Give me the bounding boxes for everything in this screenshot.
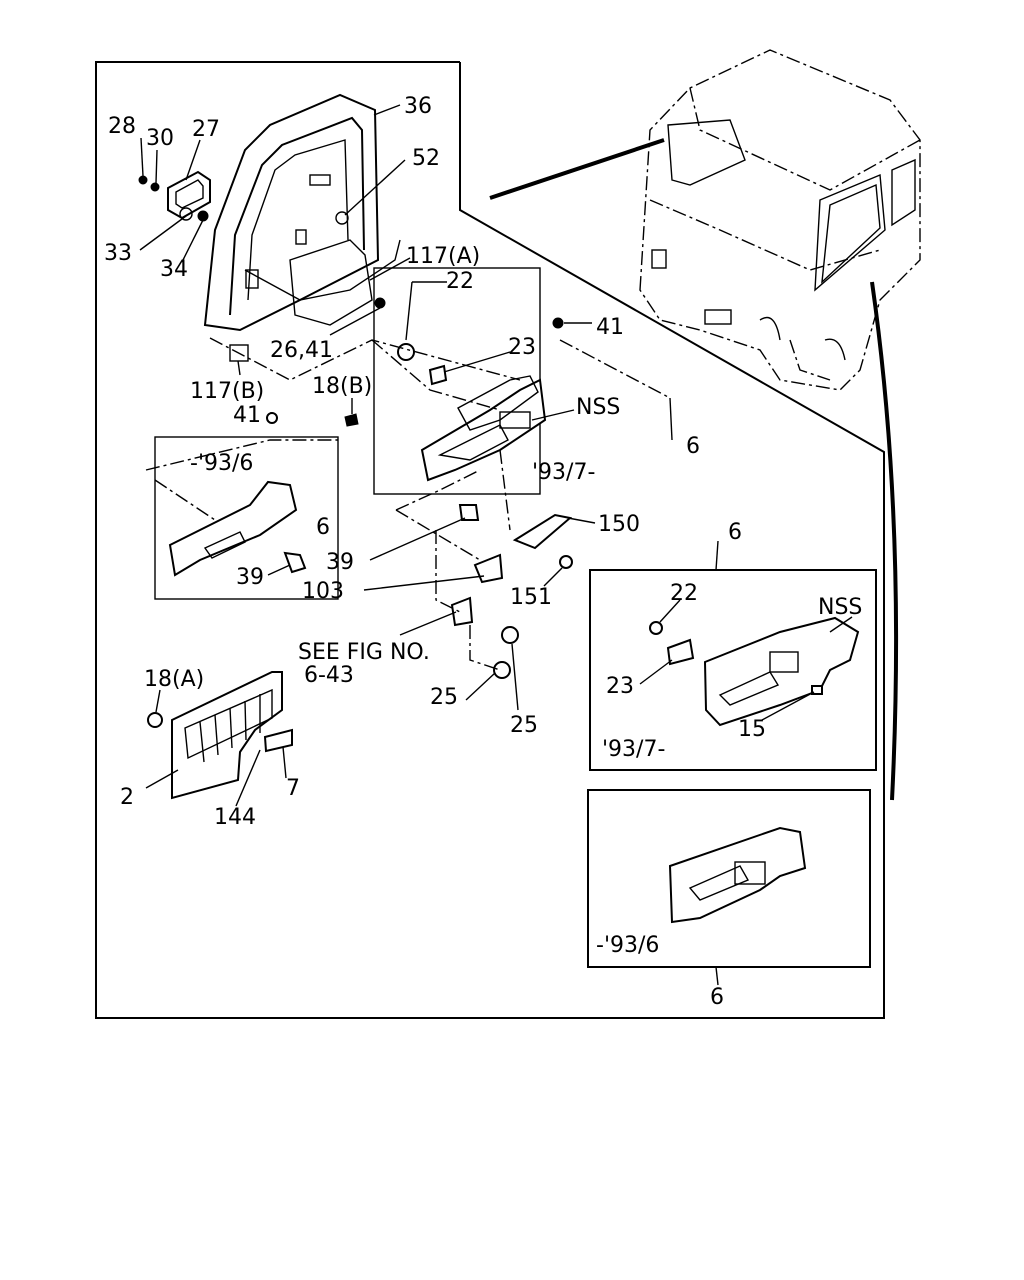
cab-indicator-arc-left xyxy=(489,138,665,200)
diagram-frame xyxy=(95,61,885,1019)
mirror-assembly xyxy=(138,170,211,222)
callout-144: 144 xyxy=(214,805,256,830)
callout-labels: 28 30 27 36 52 33 34 117(A) 22 41 26,41 … xyxy=(104,94,862,1010)
callout-range-early-detail: -'93/6 xyxy=(596,933,659,958)
callout-see-fig-line2: 6-43 xyxy=(304,663,354,688)
callout-23-main: 23 xyxy=(508,335,536,360)
callout-36: 36 xyxy=(404,94,432,119)
callout-15: 15 xyxy=(738,717,766,742)
callout-30: 30 xyxy=(146,126,174,151)
callout-28: 28 xyxy=(108,114,136,139)
callout-6-main: 6 xyxy=(686,434,700,459)
door-frame xyxy=(203,93,401,362)
callout-41-right: 41 xyxy=(596,315,624,340)
armrest-assembly-early xyxy=(154,412,359,600)
callout-nss-detail: NSS xyxy=(818,595,862,620)
callout-33: 33 xyxy=(104,241,132,266)
assembly-dash-lines xyxy=(145,337,671,671)
callout-6-detail-late: 6 xyxy=(728,520,742,545)
callout-25-left: 25 xyxy=(430,685,458,710)
callout-range-early-left: -'93/6 xyxy=(190,451,253,476)
callout-41-left: 41 xyxy=(233,403,261,428)
callout-23-detail: 23 xyxy=(606,674,634,699)
callout-range-late-detail: '93/7- xyxy=(602,737,665,762)
fasteners-middle xyxy=(450,504,573,679)
callout-39-left: 39 xyxy=(236,565,264,590)
detail-box-early xyxy=(587,789,871,968)
callout-151: 151 xyxy=(510,585,552,610)
callout-34: 34 xyxy=(160,257,188,282)
callout-nss-main: NSS xyxy=(576,395,620,420)
armrest-assembly-main xyxy=(373,267,564,495)
callout-18a: 18(A) xyxy=(144,667,204,692)
door-trim-panel xyxy=(147,671,293,800)
callout-27: 27 xyxy=(192,117,220,142)
callout-6-left: 6 xyxy=(316,515,330,540)
cab-indicator-arc-right xyxy=(870,281,899,801)
callout-150: 150 xyxy=(598,512,640,537)
callout-7: 7 xyxy=(286,776,300,801)
callout-39-main: 39 xyxy=(326,550,354,575)
detail-box-late xyxy=(589,569,877,771)
leader-lines xyxy=(139,104,853,986)
callout-103: 103 xyxy=(302,579,344,604)
callout-25-right: 25 xyxy=(510,713,538,738)
truck-cab-illustration xyxy=(639,49,921,391)
callout-26-41: 26,41 xyxy=(270,338,333,363)
callout-18b: 18(B) xyxy=(312,374,372,399)
callout-117a: 117(A) xyxy=(406,244,480,269)
callout-range-late-main: '93/7- xyxy=(532,460,595,485)
callout-22-main: 22 xyxy=(446,269,474,294)
callout-52: 52 xyxy=(412,146,440,171)
callout-117b: 117(B) xyxy=(190,379,264,404)
callout-22-detail: 22 xyxy=(670,581,698,606)
callout-2: 2 xyxy=(120,785,134,810)
callout-see-fig-line1: SEE FIG NO. xyxy=(298,640,430,665)
callout-6-detail-early: 6 xyxy=(710,985,724,1010)
